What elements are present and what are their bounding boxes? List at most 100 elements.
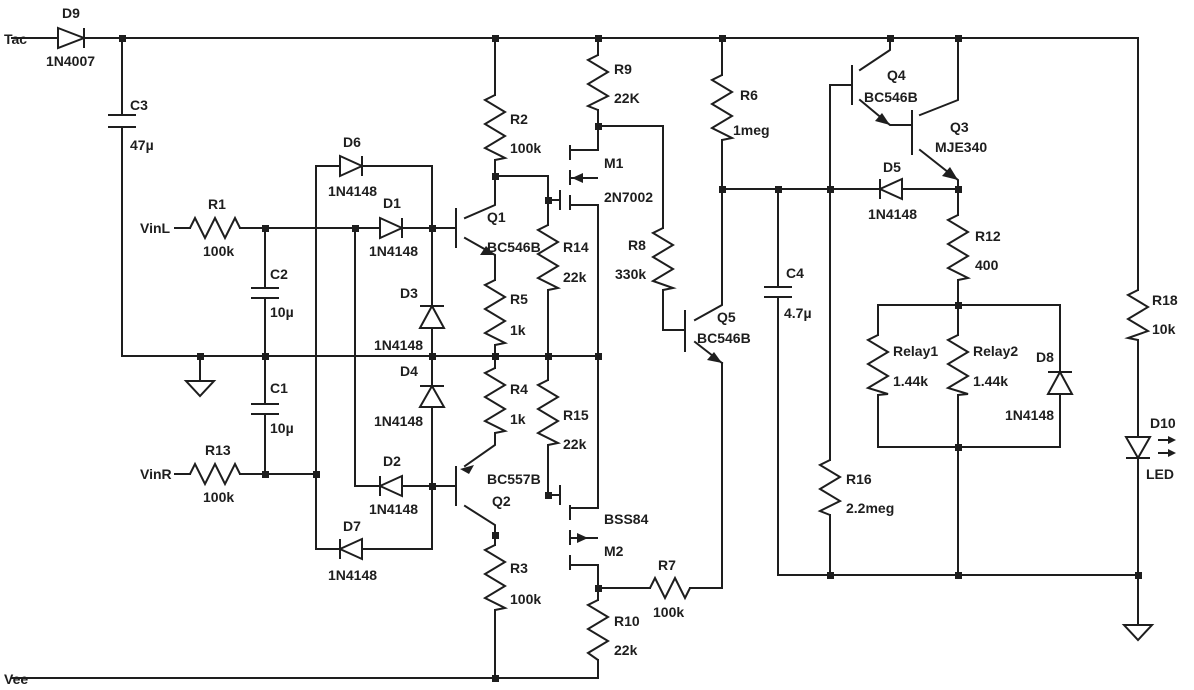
capacitor-c1 xyxy=(251,403,279,415)
ref-c1: C1 xyxy=(270,380,288,396)
ref-c4: C4 xyxy=(786,265,804,281)
relay-coil-relay2 xyxy=(945,334,970,396)
ref-d10: D10 xyxy=(1150,415,1176,431)
ref-d4: D4 xyxy=(400,363,418,379)
wire-m1-drain xyxy=(569,125,599,151)
resistor-r6 xyxy=(709,74,736,141)
val-d8: 1N4148 xyxy=(1005,407,1054,423)
val-r1: 100k xyxy=(203,243,234,259)
resistor-r12 xyxy=(945,214,972,281)
val-c1: 10µ xyxy=(270,420,294,436)
val-r14: 22k xyxy=(563,269,587,285)
resistor-r9 xyxy=(585,54,611,111)
net-label-vee: Vee xyxy=(4,671,28,687)
ref-r9: R9 xyxy=(614,61,632,77)
val-c3: 47µ xyxy=(130,137,154,153)
components xyxy=(57,26,1176,661)
val-r9: 22K xyxy=(614,90,640,106)
val-r4: 1k xyxy=(510,411,526,427)
wire-q3-collector xyxy=(918,37,959,117)
diode-d3 xyxy=(418,303,446,329)
val-d2: 1N4148 xyxy=(369,501,418,517)
val-r12: 400 xyxy=(975,257,999,273)
resistor-r5 xyxy=(482,279,509,346)
transistor-q4 xyxy=(851,65,890,125)
val-r3: 100k xyxy=(510,591,541,607)
val-r16: 2.2meg xyxy=(846,500,894,516)
ref-q5: Q5 xyxy=(717,309,736,325)
resistor-r2 xyxy=(482,94,509,161)
wire-q1-emitter xyxy=(463,236,496,357)
ref-d1: D1 xyxy=(383,195,401,211)
capacitor-c3 xyxy=(108,114,136,128)
val-m2: BSS84 xyxy=(604,511,649,527)
wire-top-rail xyxy=(84,37,1139,291)
transistor-q1 xyxy=(455,208,495,255)
wire-vee-rail xyxy=(11,659,599,679)
val-d3: 1N4148 xyxy=(374,337,423,353)
val-d6: 1N4148 xyxy=(328,183,377,199)
wire-q5-collector xyxy=(693,188,723,322)
val-q3: MJE340 xyxy=(935,139,987,155)
resistor-r15 xyxy=(535,379,562,446)
ref-q2: Q2 xyxy=(492,493,511,509)
ref-r16: R16 xyxy=(846,471,872,487)
ref-d9: D9 xyxy=(62,5,80,21)
val-r15: 22k xyxy=(563,436,587,452)
wire-d7-loop xyxy=(315,473,433,550)
wire-q3-emitter xyxy=(918,148,959,216)
transistor-q5 xyxy=(684,310,722,363)
ref-r10: R10 xyxy=(614,613,640,629)
val-d7: 1N4148 xyxy=(328,567,377,583)
diode-d4 xyxy=(418,383,446,408)
mosfet-m1 xyxy=(559,145,598,210)
val-relay2: 1.44k xyxy=(973,373,1008,389)
val-d10: LED xyxy=(1146,466,1174,482)
val-r6: 1meg xyxy=(733,122,770,138)
ref-d8: D8 xyxy=(1036,349,1054,365)
ground-symbol-left xyxy=(183,380,217,398)
ref-r1: R1 xyxy=(208,196,226,212)
ref-d5: D5 xyxy=(883,159,901,175)
ref-r12: R12 xyxy=(975,228,1001,244)
diode-d2 xyxy=(377,474,403,498)
wire-r4 xyxy=(463,355,496,468)
ref-d3: D3 xyxy=(400,285,418,301)
labels: Tac VinL VinR Vee D9 1N4007 C3 47µ D6 1N… xyxy=(4,5,1178,687)
resistor-r18 xyxy=(1124,289,1151,341)
net-label-vinl: VinL xyxy=(140,220,171,236)
wire-q2-collector xyxy=(463,504,496,679)
val-m1: 2N7002 xyxy=(604,189,653,205)
junctions xyxy=(119,35,1142,682)
ref-r15: R15 xyxy=(563,407,589,423)
resistor-r3 xyxy=(482,544,509,611)
ref-m2: M2 xyxy=(604,543,624,559)
ref-relay1: Relay1 xyxy=(893,343,938,359)
ref-r13: R13 xyxy=(205,442,231,458)
ref-r3: R3 xyxy=(510,560,528,576)
transistor-q2 xyxy=(455,465,474,506)
net-label-vinr: VinR xyxy=(140,466,172,482)
ref-r2: R2 xyxy=(510,111,528,127)
diode-d8 xyxy=(1046,369,1074,395)
val-r7: 100k xyxy=(653,604,684,620)
ref-m1: M1 xyxy=(604,155,624,171)
val-q2: BC557B xyxy=(487,471,541,487)
resistor-r13 xyxy=(189,461,241,487)
resistor-r16 xyxy=(817,459,843,516)
wire-r8 xyxy=(662,289,686,331)
val-r10: 22k xyxy=(614,642,638,658)
ref-d6: D6 xyxy=(343,134,361,150)
ref-q4: Q4 xyxy=(887,67,906,83)
ground-symbol-right xyxy=(1121,624,1155,642)
val-d5: 1N4148 xyxy=(868,206,917,222)
val-q4: BC546B xyxy=(864,89,918,105)
resistor-r4 xyxy=(482,367,509,434)
val-r2: 100k xyxy=(510,140,541,156)
val-d4: 1N4148 xyxy=(374,413,423,429)
val-q5: BC546B xyxy=(697,330,751,346)
mosfet-m2 xyxy=(559,485,598,570)
ref-r6: R6 xyxy=(740,87,758,103)
diode-d1 xyxy=(379,216,405,240)
